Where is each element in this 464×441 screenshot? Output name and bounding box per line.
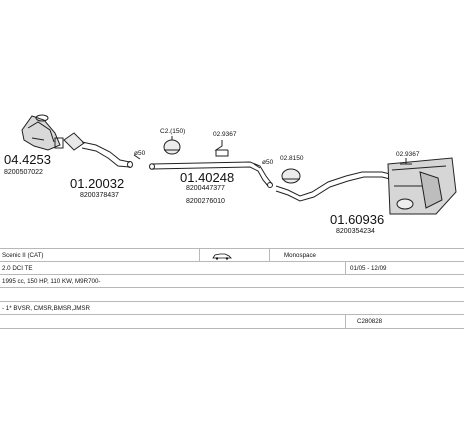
specs-text: 1995 cc, 150 HP, 110 KW, M9R700- — [2, 278, 101, 285]
diameter-label-a: ø50 — [134, 150, 146, 157]
info-row-engine: 2.0 DCI TE 01/05 - 12/09 — [0, 261, 464, 275]
part-code-silencer: 8200354234 — [336, 228, 375, 235]
info-row-catalog: C280828 — [0, 314, 464, 329]
info-row-specs: 1995 cc, 150 HP, 110 KW, M9R700- — [0, 274, 464, 288]
hanger-b — [400, 158, 412, 165]
clamp-a-label: C2.(150) — [160, 128, 185, 135]
rear-pipe-part — [275, 171, 391, 202]
part-number-front-pipe: 01.20032 — [70, 176, 124, 191]
part-number-silencer: 01.60936 — [330, 212, 384, 227]
model-text: Scenic II (CAT) — [2, 252, 44, 259]
hanger-a-label: 02.9367 — [213, 131, 237, 138]
clamp-b-label: 02.8150 — [280, 155, 304, 162]
clamp-a — [163, 136, 181, 155]
catalog-number-text: C280828 — [357, 318, 383, 325]
front-pipe-part — [63, 132, 133, 168]
gearbox-codes-text: - 1* BVSR, CMSR,BMSR,JMSR — [2, 305, 91, 312]
hanger-a — [214, 140, 229, 157]
diameter-label-b: ø50 — [262, 159, 274, 166]
exhaust-diagram: 04.4253 8200507022 01.20032 8200378437 0… — [4, 114, 457, 235]
date-range-text: 01/05 - 12/09 — [350, 265, 387, 272]
hanger-b-label: 02.9367 — [396, 151, 420, 158]
part-code-middle-pipe: 8200447377 — [186, 185, 225, 192]
info-row-codes: - 1* BVSR, CMSR,BMSR,JMSR — [0, 301, 464, 315]
info-row-blank — [0, 287, 464, 302]
catalytic-converter-part — [21, 114, 64, 151]
part-number-middle-pipe: 01.40248 — [180, 170, 234, 185]
info-row-model: Scenic II (CAT) Monospace — [0, 248, 464, 262]
car-body-icon — [212, 253, 232, 260]
part-code-front-pipe: 8200378437 — [80, 192, 119, 199]
rear-silencer-part — [387, 157, 457, 215]
body-type-text: Monospace — [284, 252, 316, 259]
part-code-middle-pipe-alt: 8200276010 — [186, 198, 225, 205]
middle-pipe-part — [149, 161, 273, 188]
vehicle-info-table: Scenic II (CAT) Monospace 2.0 DCI TE 01/… — [0, 248, 464, 329]
part-code-catalytic: 8200507022 — [4, 169, 43, 176]
part-number-catalytic: 04.4253 — [4, 152, 51, 167]
engine-text: 2.0 DCI TE — [2, 265, 33, 272]
clamp-b — [281, 168, 301, 184]
